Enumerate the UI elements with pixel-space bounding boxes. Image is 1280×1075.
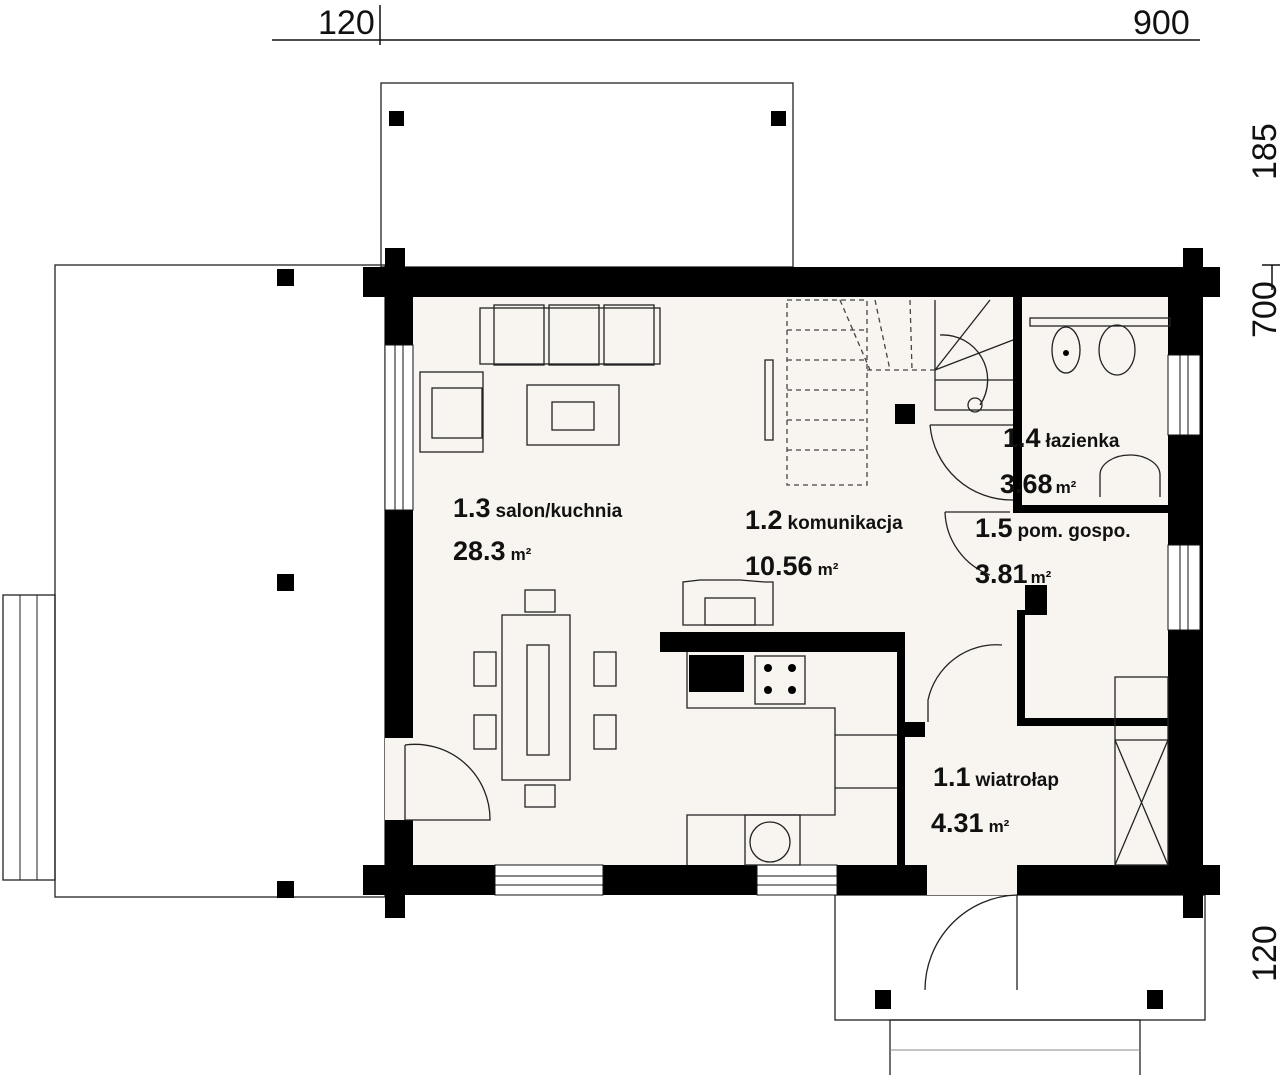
dimension-right: 185 700 120 (1246, 123, 1280, 982)
room-area: 10.56 (745, 551, 813, 581)
terrace-left (2, 264, 386, 898)
dimension-label: 700 (1246, 281, 1280, 338)
kitchen-counter (682, 579, 897, 866)
dimension-label: 120 (318, 4, 375, 42)
room-number: 1.1 (933, 762, 971, 792)
entry-porch (834, 894, 1206, 1075)
doors (404, 424, 1018, 991)
bathroom-fixtures (1029, 317, 1171, 497)
terrace-top (380, 82, 794, 268)
room-number: 1.2 (745, 505, 783, 535)
dimension-top: 120 900 (272, 4, 1200, 45)
room-number: 1.5 (975, 513, 1013, 543)
windows (384, 344, 1201, 896)
interior-walls (660, 297, 1170, 865)
window-bottom-1 (494, 864, 604, 896)
chimney (895, 404, 915, 424)
room-name: komunikacja (788, 513, 904, 534)
floor (405, 295, 1180, 875)
window-right-middle (1167, 544, 1201, 631)
vent-shaft (1025, 585, 1047, 615)
room-area: 3.81 (975, 559, 1028, 589)
staircase (764, 299, 1014, 486)
door-opening-terrace (385, 738, 413, 820)
room-name: łazienka (1046, 431, 1120, 452)
dimension-label: 185 (1246, 123, 1280, 180)
room-area: 4.31 (931, 808, 984, 838)
window-right-top (1167, 354, 1201, 436)
dining-table (473, 589, 617, 808)
room-number: 1.4 (1003, 423, 1041, 453)
armchair (419, 371, 484, 453)
wardrobe (1114, 676, 1169, 866)
dimension-label: 120 (1246, 925, 1280, 982)
window-bottom-2 (756, 864, 838, 896)
room-number: 1.3 (453, 493, 491, 523)
sofa (479, 304, 661, 366)
room-area: 3.68 (1000, 469, 1053, 499)
dimension-label: 900 (1133, 4, 1190, 42)
furniture (419, 304, 1171, 866)
door-opening-entry (927, 865, 1017, 895)
window-left (384, 344, 414, 511)
room-area: 28.3 (453, 536, 506, 566)
room-name: wiatrołap (975, 770, 1059, 791)
room-name: pom. gospo. (1018, 521, 1131, 542)
room-name: salon/kuchnia (496, 501, 623, 522)
svg-text:28.3m²: 28.3m² (453, 536, 532, 566)
coffee-table (526, 384, 620, 446)
stairs-left (2, 594, 56, 881)
stairs-entry (889, 1019, 1141, 1075)
